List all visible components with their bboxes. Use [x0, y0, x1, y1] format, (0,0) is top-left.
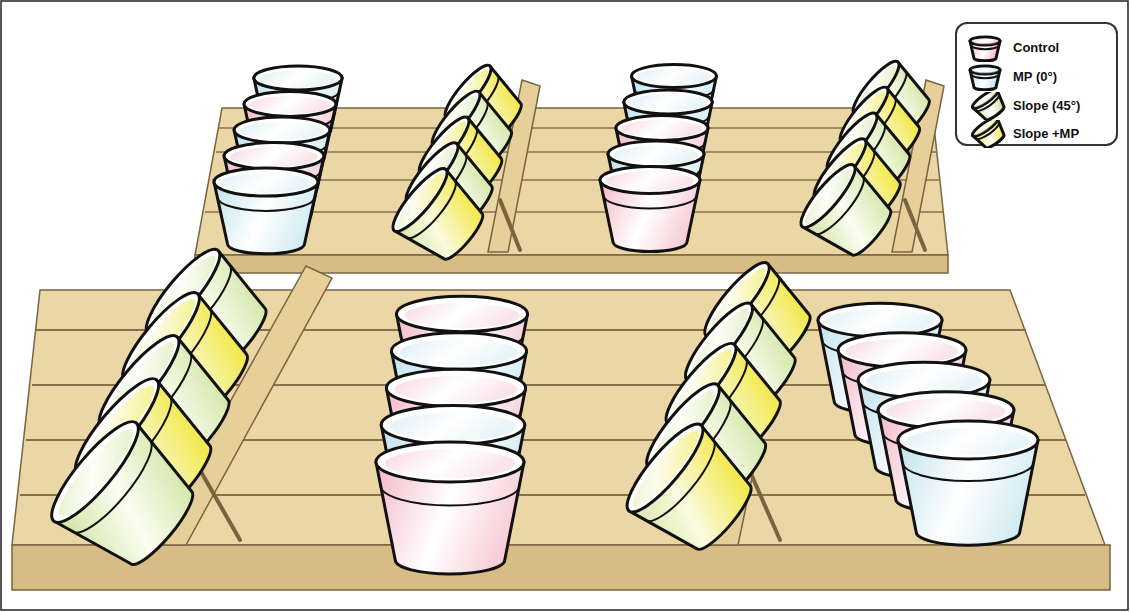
upright-pot-group	[214, 66, 342, 254]
pot-soil	[400, 339, 519, 365]
plant-pot	[970, 37, 1000, 61]
pot-soil	[385, 449, 515, 478]
pot-rim	[391, 333, 526, 369]
sloped-pot-group	[794, 56, 944, 267]
pot-soil	[259, 70, 337, 87]
pot-rim	[624, 90, 712, 114]
plant-pot	[617, 415, 767, 566]
pot-rim	[632, 65, 717, 88]
board-leg	[500, 200, 520, 250]
board-leg	[200, 470, 240, 540]
pot-rim	[376, 442, 524, 482]
legend-entry: MP (0°)	[965, 63, 1115, 91]
pot-soil	[250, 96, 331, 114]
pot-collar	[603, 195, 697, 209]
plant-pot	[376, 442, 524, 574]
plant-pot	[970, 120, 1007, 148]
sloped-pot-group	[386, 60, 540, 271]
pot-soil	[846, 339, 958, 364]
legend-label: Control	[1013, 40, 1059, 55]
plant-pot	[214, 168, 318, 254]
pot-rim	[41, 412, 150, 532]
pot-collar	[902, 462, 1033, 481]
pot-rim	[970, 66, 1000, 74]
legend-swatch	[965, 92, 1007, 120]
pot-rim	[616, 116, 708, 141]
board-leg	[905, 200, 925, 250]
top-shelf	[195, 108, 948, 273]
pot-soil	[606, 171, 694, 190]
pot-rim	[381, 406, 525, 445]
plant-pot	[41, 412, 212, 584]
legend-label: MP (0°)	[1013, 69, 1057, 84]
pot-soil	[390, 413, 516, 441]
pot-rim	[224, 143, 324, 170]
pot-soil	[906, 428, 1029, 455]
pot-soil	[972, 67, 998, 73]
pot-rim	[818, 303, 942, 336]
plant-pot	[898, 421, 1038, 545]
pot-rim	[386, 162, 454, 237]
pot-soil	[972, 38, 998, 44]
legend-swatch	[965, 34, 1007, 62]
pot-rim	[244, 92, 336, 117]
pot-rim	[970, 120, 999, 139]
pot-soil	[637, 69, 712, 86]
pot-rim	[214, 168, 318, 196]
legend-label: Slope +MP	[1013, 126, 1079, 141]
sloped-pot-group	[41, 241, 332, 584]
pot-collar	[217, 197, 315, 211]
pot-collar	[381, 486, 520, 506]
pot-rim	[234, 117, 330, 143]
pot-soil	[404, 303, 519, 328]
pot-soil	[395, 376, 518, 403]
pot-rim	[970, 92, 999, 111]
pot-soil	[973, 92, 998, 109]
pot-soil	[866, 369, 982, 395]
shelf-edge	[12, 545, 1110, 590]
pot-soil	[621, 120, 702, 138]
pot-rim	[386, 369, 525, 407]
pot-soil	[626, 424, 706, 513]
pot-soil	[240, 122, 324, 141]
legend-entry: Control	[965, 34, 1115, 62]
plant-pot	[794, 158, 902, 267]
legend-box: Control MP (0°) Slope (45°) Slope +MP	[955, 22, 1118, 146]
sloped-pot-group	[617, 255, 823, 566]
pot-soil	[629, 94, 707, 111]
pot-rim	[898, 421, 1038, 459]
pot-soil	[825, 309, 934, 333]
plant-pot	[970, 66, 1000, 90]
pot-soil	[230, 147, 318, 166]
pot-soil	[800, 165, 857, 229]
pot-soil	[50, 422, 141, 524]
plant-pot	[600, 167, 700, 252]
pot-rim	[396, 296, 527, 331]
legend-entry: Slope +MP	[965, 120, 1115, 148]
pot-rim	[608, 141, 704, 167]
pot-rim	[600, 167, 700, 194]
pot-soil	[973, 120, 998, 137]
pot-rim	[794, 158, 862, 233]
legend-label: Slope (45°)	[1013, 98, 1080, 113]
plant-pot	[386, 162, 494, 271]
pot-soil	[392, 169, 449, 233]
legend-swatch	[965, 120, 1007, 148]
upright-pot-group	[600, 65, 716, 252]
pot-rim	[970, 37, 1000, 45]
pot-rim	[617, 415, 712, 520]
legend-swatch	[965, 63, 1007, 91]
pot-groups	[41, 56, 1038, 584]
upright-pot-group	[376, 296, 528, 574]
pot-soil	[220, 173, 312, 193]
pot-rim	[254, 66, 342, 90]
upright-pot-group	[818, 303, 1038, 545]
legend-entry: Slope (45°)	[965, 92, 1115, 120]
plant-pot	[970, 92, 1007, 120]
pot-soil	[614, 146, 698, 165]
